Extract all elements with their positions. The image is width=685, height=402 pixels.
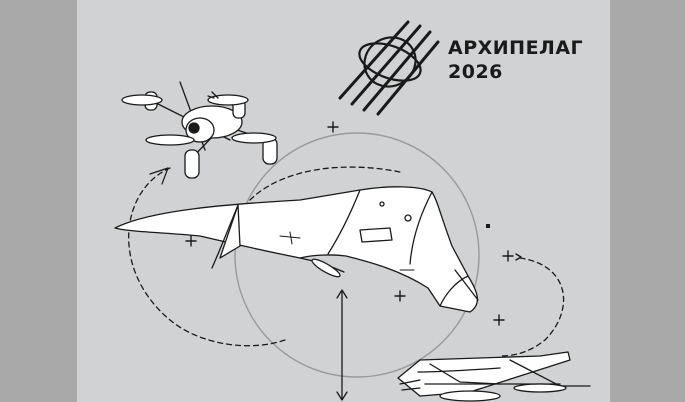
quadcopter-drone-icon (121, 81, 278, 179)
vertical-arrow (336, 289, 348, 401)
event-year: 2026 (448, 61, 503, 83)
square-mark (486, 224, 490, 228)
flying-wing-drone-icon (114, 186, 479, 313)
archipelago-logo-icon (338, 20, 440, 116)
event-brand: АРХИПЕЛАГ 2026 (448, 36, 583, 84)
plus-marks (185, 121, 522, 326)
dashed-path-right (499, 257, 565, 357)
dashed-path-left (128, 167, 286, 347)
event-title: АРХИПЕЛАГ (448, 37, 584, 59)
orbit-circle (234, 132, 480, 378)
dashed-path-center (249, 166, 401, 201)
dashed-arrow-left (149, 167, 169, 185)
vtol-drone-icon (397, 351, 591, 402)
